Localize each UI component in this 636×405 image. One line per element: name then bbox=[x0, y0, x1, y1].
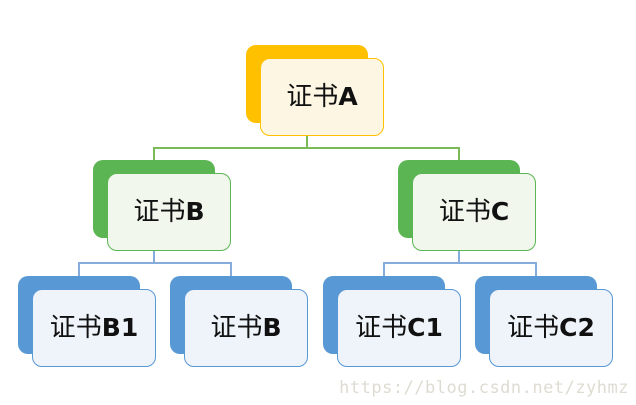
connector-b-vertical bbox=[153, 250, 155, 264]
connector-level1-horizontal bbox=[153, 147, 460, 149]
connector-b-stub bbox=[153, 147, 155, 162]
connector-c-vertical bbox=[458, 250, 460, 264]
node-cert-a-label: 证书A bbox=[286, 82, 358, 112]
connector-b-children-horizontal bbox=[78, 262, 232, 264]
node-cert-b-leaf: 证书B bbox=[170, 276, 308, 367]
node-cert-c2: 证书C2 bbox=[475, 276, 613, 367]
node-cert-b: 证书B bbox=[93, 160, 231, 251]
connector-c1-stub bbox=[383, 262, 385, 277]
node-cert-a: 证书A bbox=[246, 45, 384, 136]
node-cert-c-card: 证书C bbox=[412, 173, 536, 251]
connector-b2-stub bbox=[230, 262, 232, 277]
node-cert-c2-label: 证书C2 bbox=[507, 313, 595, 343]
csdn-watermark: https://blog.csdn.net/zyhmz bbox=[339, 378, 629, 398]
connector-c-children-horizontal bbox=[383, 262, 537, 264]
node-cert-b1: 证书B1 bbox=[18, 276, 156, 367]
node-cert-c1-card: 证书C1 bbox=[337, 289, 461, 367]
node-cert-b1-card: 证书B1 bbox=[32, 289, 156, 367]
node-cert-c2-card: 证书C2 bbox=[489, 289, 613, 367]
node-cert-c1-label: 证书C1 bbox=[355, 313, 443, 343]
connector-c2-stub bbox=[535, 262, 537, 277]
connector-b1-stub bbox=[78, 262, 80, 277]
node-cert-b-card: 证书B bbox=[107, 173, 231, 251]
node-cert-c-label: 证书C bbox=[438, 197, 510, 227]
node-cert-b-leaf-label: 证书B bbox=[210, 313, 282, 343]
connector-a-vertical bbox=[306, 136, 308, 149]
node-cert-c1: 证书C1 bbox=[323, 276, 461, 367]
node-cert-a-card: 证书A bbox=[260, 58, 384, 136]
connector-c-stub bbox=[458, 147, 460, 162]
node-cert-b-label: 证书B bbox=[133, 197, 205, 227]
node-cert-c: 证书C bbox=[398, 160, 536, 251]
node-cert-b-leaf-card: 证书B bbox=[184, 289, 308, 367]
node-cert-b1-label: 证书B1 bbox=[49, 313, 139, 343]
